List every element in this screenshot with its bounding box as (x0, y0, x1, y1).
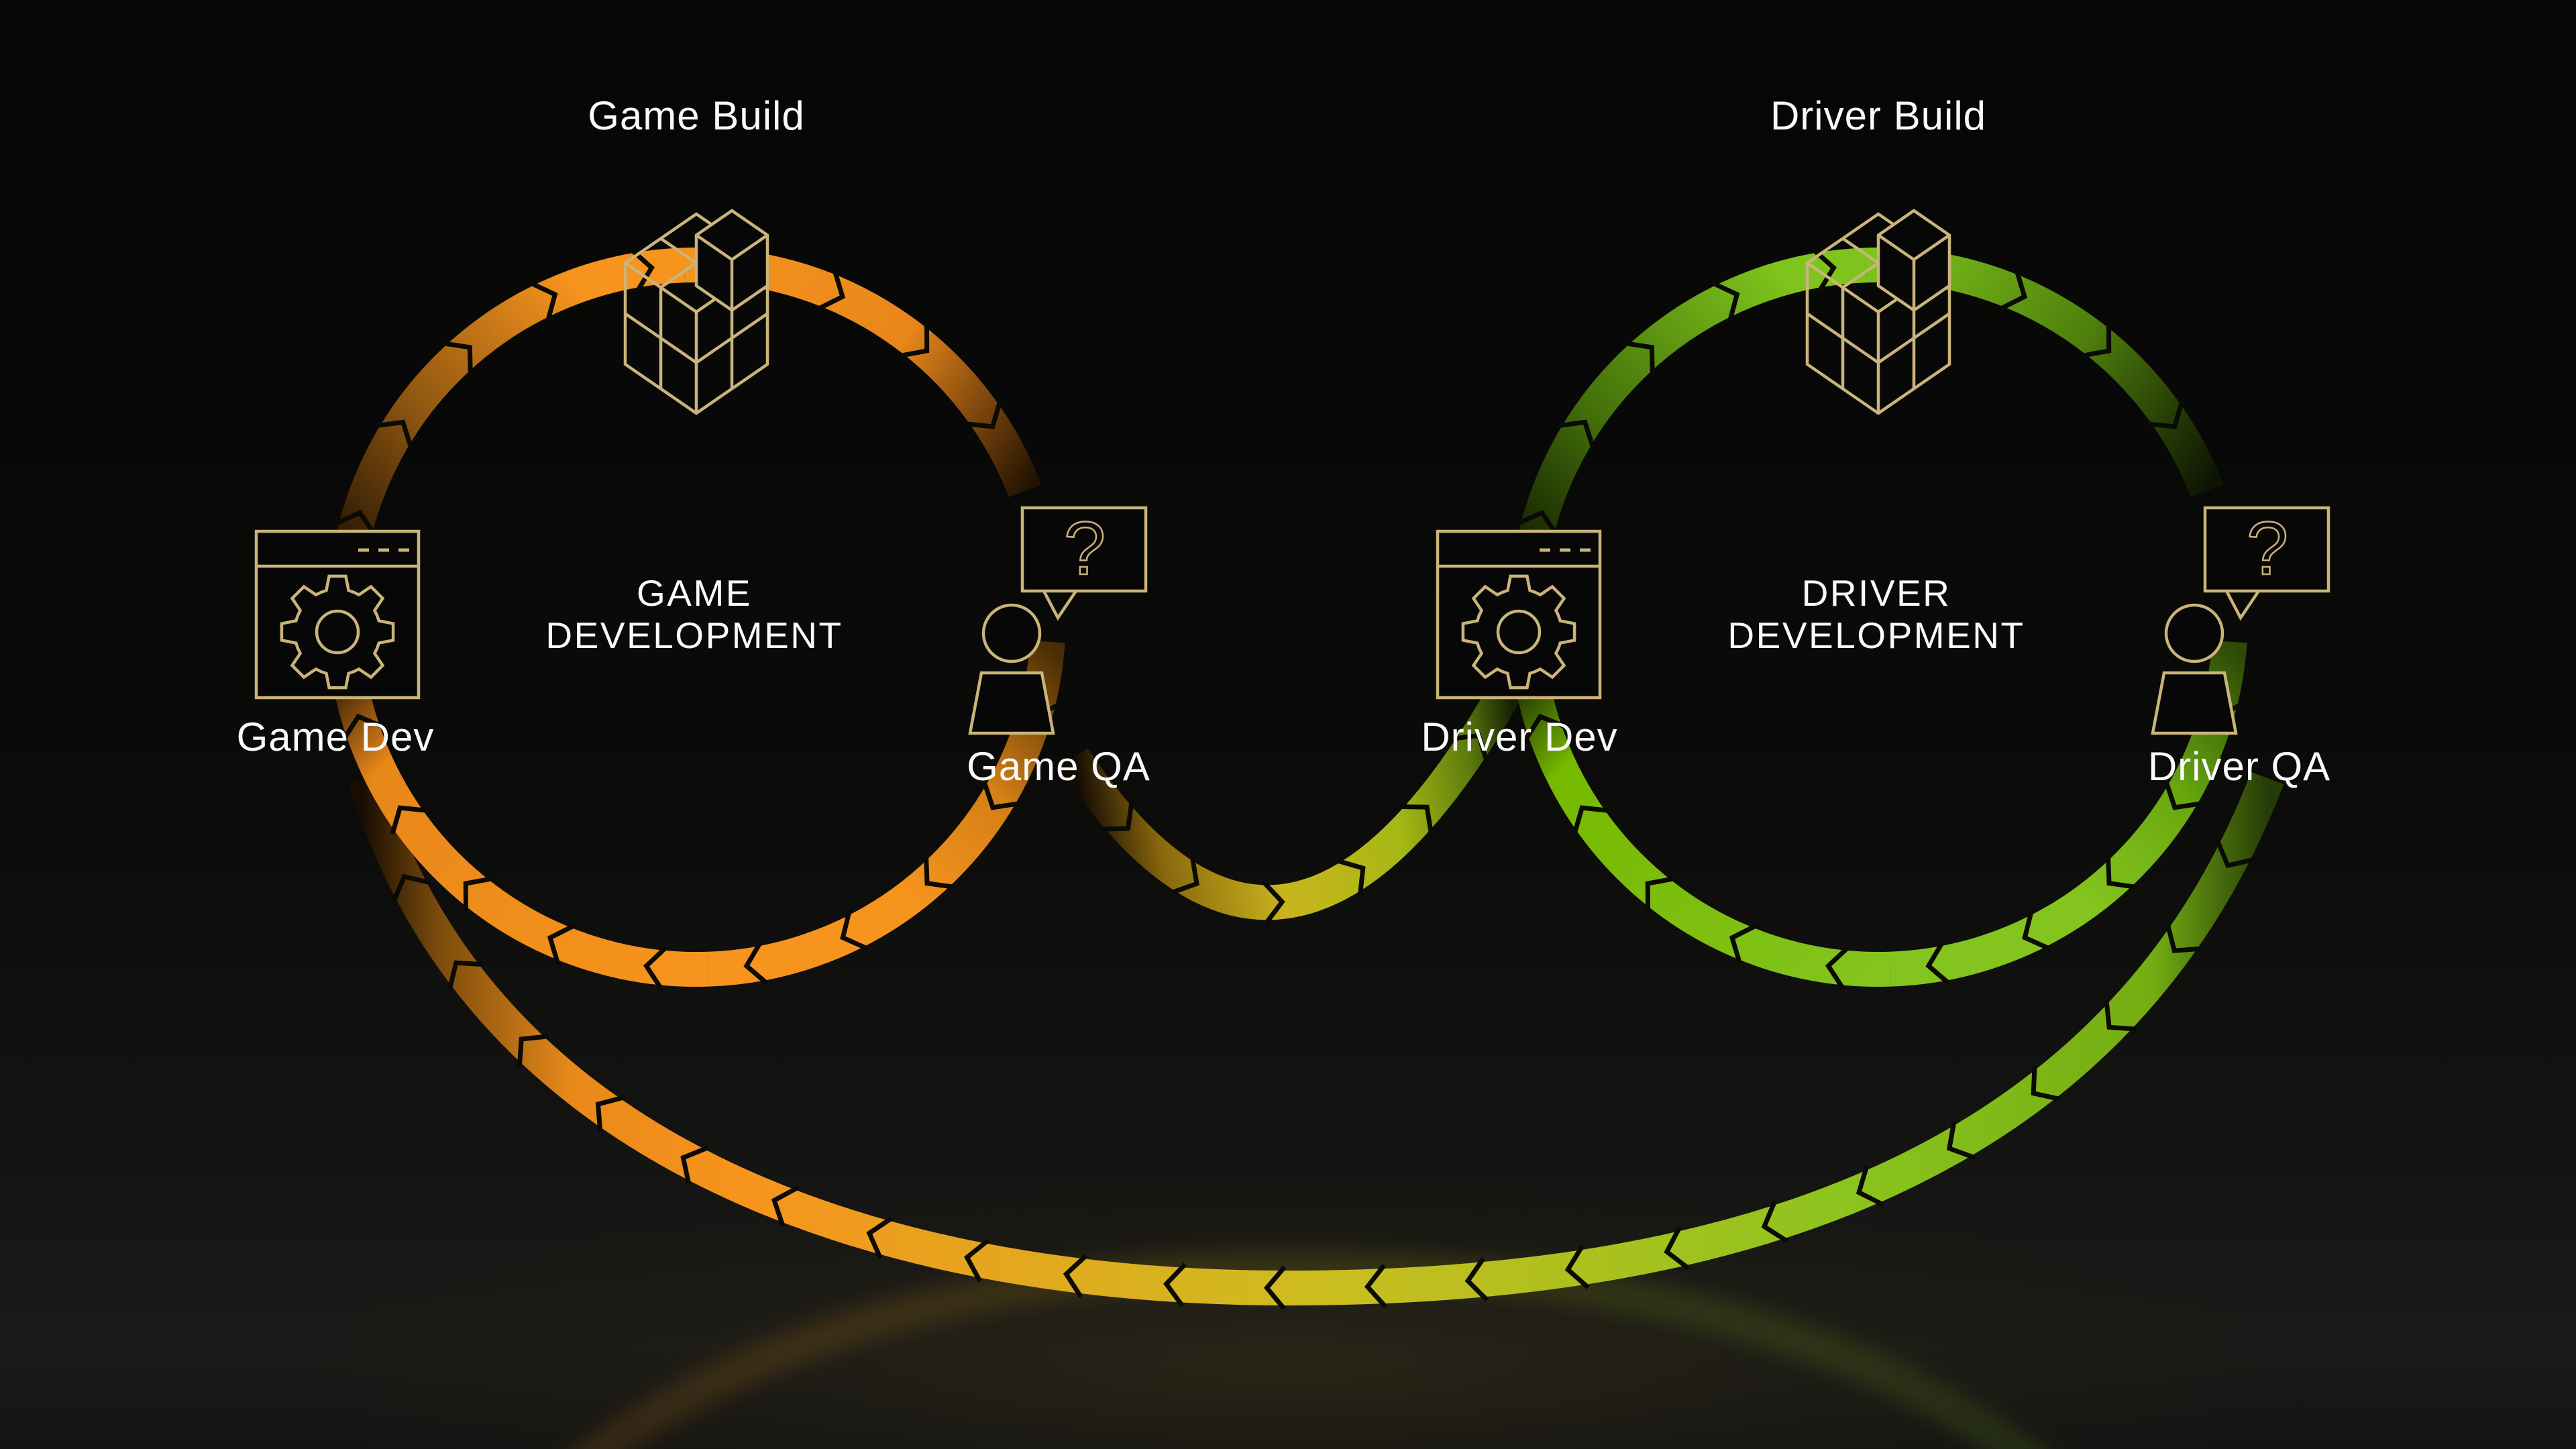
driver-loop-band-bottom-left (1510, 646, 1892, 987)
person-head (2164, 603, 2224, 663)
floor-glow (282, 1181, 2294, 1449)
game-qa-person-question-icon: ? (968, 506, 1148, 735)
game-loop-band-left-top (329, 248, 685, 582)
person-head (981, 603, 1042, 663)
game-dev-label: Game Dev (237, 714, 435, 759)
driver-dev-label: Driver Dev (1421, 714, 1617, 759)
driver-dev-window-gear-icon (1436, 529, 1602, 700)
question-mark-icon: ? (1064, 506, 1106, 590)
driver-build-cubes-icon (1805, 209, 1951, 415)
svg-text:DEVELOPMENT: DEVELOPMENT (1727, 614, 2025, 656)
speech-bubble-tail (2225, 590, 2260, 621)
speech-bubble-icon (1020, 506, 1148, 593)
labels: Game Build Driver Build Game Dev Driver … (237, 93, 2330, 789)
game-qa-label: Game QA (967, 744, 1150, 789)
game-build-label: Game Build (588, 93, 804, 138)
svg-text:DRIVER: DRIVER (1802, 572, 1951, 614)
driver-loop-band-left-top (1511, 248, 1867, 582)
icons: ? ? (254, 209, 2330, 735)
person-body (968, 671, 1055, 735)
driver-qa-to-game-dev-return-band (349, 771, 2284, 1306)
speech-bubble-tail (1042, 590, 1077, 621)
svg-text:GAME: GAME (637, 572, 752, 614)
game-loop-band-bottom-left (328, 646, 710, 987)
gear-icon (280, 574, 395, 690)
question-mark-icon: ? (2247, 506, 2288, 590)
person-body (2151, 671, 2238, 735)
game-qa-to-driver-dev-connector-band (1059, 676, 1525, 920)
svg-text:DEVELOPMENT: DEVELOPMENT (545, 614, 843, 656)
game-build-cubes-icon (623, 209, 769, 415)
gear-icon (1461, 574, 1576, 690)
game-dev-window-gear-icon (254, 529, 421, 700)
driver-loop-title: DRIVER DEVELOPMENT (1727, 572, 2025, 656)
driver-build-label: Driver Build (1770, 93, 1986, 138)
driver-qa-label: Driver QA (2148, 744, 2330, 789)
speech-bubble-icon (2203, 506, 2330, 593)
game-loop-title: GAME DEVELOPMENT (545, 572, 843, 656)
driver-qa-person-question-icon: ? (2151, 506, 2330, 735)
